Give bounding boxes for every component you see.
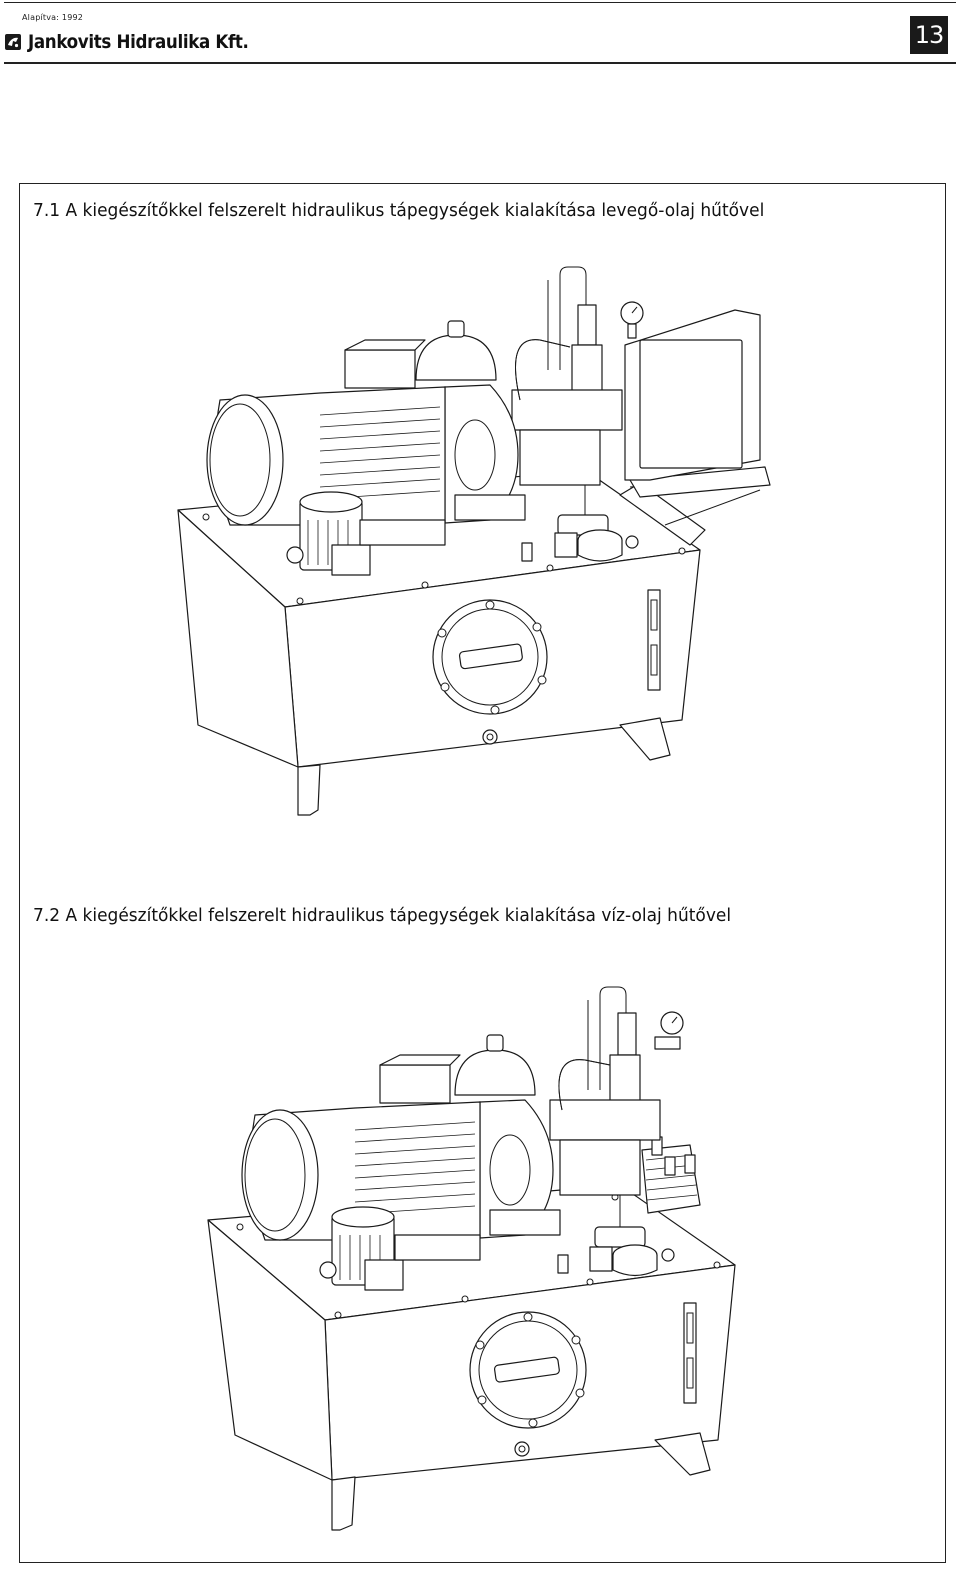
accumulator xyxy=(415,334,497,381)
accumulator xyxy=(454,1049,536,1096)
jankovits-logo-icon xyxy=(5,34,21,50)
company-name: Jankovits Hidraulika Kft. xyxy=(28,31,249,53)
figure-air-oil-cooler-unit xyxy=(160,255,800,835)
return-filter xyxy=(594,1226,646,1248)
section-heading-7-1: 7.1 A kiegészítőkkel felszerelt hidrauli… xyxy=(33,200,765,221)
drain-plug xyxy=(482,729,498,745)
section-heading-7-2: 7.2 A kiegészítőkkel felszerelt hidrauli… xyxy=(33,905,732,926)
page-number: 13 xyxy=(910,16,948,54)
founded-label: Alapítva: 1992 xyxy=(22,13,84,22)
valve-block xyxy=(577,304,597,346)
figure-water-oil-cooler-unit xyxy=(190,965,750,1565)
header-rule xyxy=(4,62,956,64)
terminal-box xyxy=(379,1064,451,1104)
valve-block xyxy=(617,1012,637,1056)
company-brand: Jankovits Hidraulika Kft. xyxy=(4,29,279,55)
content-frame xyxy=(19,183,946,1563)
top-rule xyxy=(4,2,956,3)
terminal-box xyxy=(344,349,416,389)
drain-plug xyxy=(514,1441,530,1457)
